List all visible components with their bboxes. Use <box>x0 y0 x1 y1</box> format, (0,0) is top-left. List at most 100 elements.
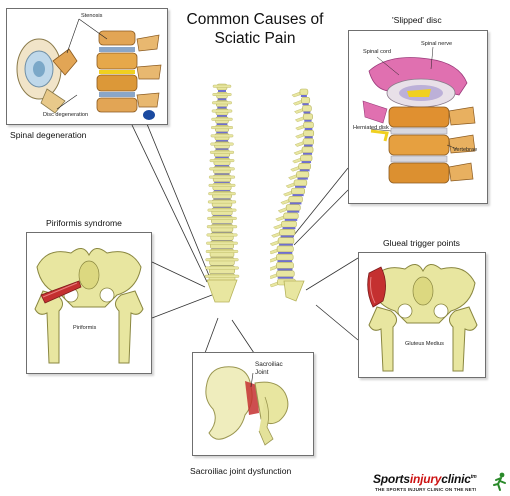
intervertebral-disc <box>215 156 229 159</box>
sacroiliac-panel: Sacroiliac Joint <box>192 352 314 456</box>
label-sacroiliac-line1: Sacroiliac <box>255 361 283 368</box>
vertebra <box>291 187 305 195</box>
vertebra <box>301 146 314 154</box>
leader-sacroiliac <box>204 317 219 354</box>
slipped-disc-panel: Spinal cord Spinal nerve Herniated disk … <box>348 30 488 204</box>
spinous-process <box>285 182 295 189</box>
spinous-process <box>273 223 282 230</box>
transverse-process <box>211 117 233 121</box>
label-gluteus-medius: Gluteus Medius <box>405 341 444 347</box>
transverse-process <box>205 266 239 270</box>
transverse-process <box>211 126 233 130</box>
vertebra <box>285 204 301 211</box>
sacroiliac-illustration <box>205 366 289 446</box>
transverse-process <box>207 208 237 212</box>
intervertebral-disc <box>303 152 313 155</box>
logo-wordmark: Sportsinjuryclinictm <box>373 472 477 486</box>
vertebra <box>303 121 314 129</box>
intervertebral-disc <box>217 98 227 101</box>
vertebra <box>298 163 311 170</box>
spinous-process <box>291 91 301 98</box>
transverse-process <box>208 175 236 179</box>
vertebra <box>279 229 296 236</box>
leader-sacroiliac-2 <box>231 319 255 354</box>
spinous-process <box>271 232 280 238</box>
vertebra <box>276 270 295 278</box>
spinous-process <box>292 157 301 164</box>
spinous-process <box>280 199 289 205</box>
sacrum <box>283 280 305 302</box>
transverse-process <box>206 233 238 237</box>
vertebra <box>276 253 294 261</box>
intervertebral-disc <box>300 95 307 97</box>
label-spinal-cord: Spinal cord <box>363 49 391 55</box>
label-stenosis: Stenosis <box>81 13 103 19</box>
vertebra <box>302 113 313 121</box>
spinal-degeneration-panel: Stenosis Disc degeneration <box>6 8 168 125</box>
label-spinal-nerve: Spinal nerve <box>421 41 453 47</box>
intervertebral-disc <box>304 144 313 147</box>
gluteal-panel: Gluteus Medius <box>358 252 486 378</box>
logo-tm: tm <box>470 474 477 480</box>
spine-front-view <box>204 83 240 303</box>
intervertebral-disc <box>277 268 293 271</box>
vertebra <box>283 212 299 220</box>
transverse-process <box>206 241 238 245</box>
logo-part-1: Sports <box>373 472 410 486</box>
spinous-process <box>270 281 278 288</box>
spinal-degeneration-illustration <box>16 18 162 120</box>
page-title: Common Causes of Sciatic Pain <box>150 10 360 48</box>
transverse-process <box>204 274 240 278</box>
sportsinjuryclinic-logo: Sportsinjuryclinictm THE SPORTS INJURY C… <box>373 472 510 496</box>
intervertebral-disc <box>215 148 229 151</box>
spinous-process <box>270 240 279 246</box>
intervertebral-disc <box>278 251 293 254</box>
label-disc-degeneration: Disc degeneration <box>43 112 89 118</box>
transverse-process <box>207 216 237 220</box>
transverse-process <box>210 150 234 154</box>
spinous-process <box>294 116 304 123</box>
piriformis-panel: Piriformis <box>26 232 152 374</box>
caption-slipped-disc: 'Slipped' disc <box>392 15 442 25</box>
slipped-disc-illustration <box>362 46 476 184</box>
vertebra <box>276 245 294 253</box>
spinous-process <box>270 273 277 279</box>
caption-gluteal-trigger-points: Glueal trigger points <box>383 238 460 248</box>
intervertebral-disc <box>216 131 228 134</box>
transverse-process <box>210 142 234 146</box>
vertebra <box>288 196 303 203</box>
leader-gluteal <box>305 257 359 291</box>
intervertebral-disc <box>214 165 230 168</box>
intervertebral-disc <box>304 128 313 131</box>
transverse-process <box>209 167 235 171</box>
piriformis-illustration <box>34 248 144 364</box>
vertebra <box>277 237 295 244</box>
logo-part-2: injury <box>409 472 442 486</box>
vertebra <box>296 171 310 178</box>
logo-part-3: clinic <box>441 472 471 486</box>
gluteal-illustration <box>367 264 478 372</box>
transverse-process <box>211 109 233 113</box>
transverse-process <box>205 258 239 262</box>
vertebra <box>276 262 294 269</box>
spinous-process <box>290 166 299 172</box>
transverse-process <box>207 200 237 204</box>
logo-tagline: THE SPORTS INJURY CLINIC ON THE NET! <box>375 487 477 492</box>
transverse-process <box>212 101 232 105</box>
transverse-process <box>208 192 236 196</box>
transverse-process <box>209 159 235 163</box>
leader-slipped-disc <box>293 189 349 246</box>
label-sacroiliac-line2: Joint <box>255 369 269 376</box>
intervertebral-disc <box>215 140 229 143</box>
intervertebral-disc <box>280 235 294 238</box>
spinous-process <box>277 207 287 213</box>
vertebra <box>293 179 308 187</box>
spinous-process <box>270 265 277 271</box>
intervertebral-disc <box>277 260 293 263</box>
spinous-process <box>294 108 303 114</box>
label-vertebrae: Vertebrae <box>453 147 478 153</box>
spinous-process <box>275 215 284 222</box>
vertebra <box>303 130 315 137</box>
spinous-process <box>288 174 297 180</box>
